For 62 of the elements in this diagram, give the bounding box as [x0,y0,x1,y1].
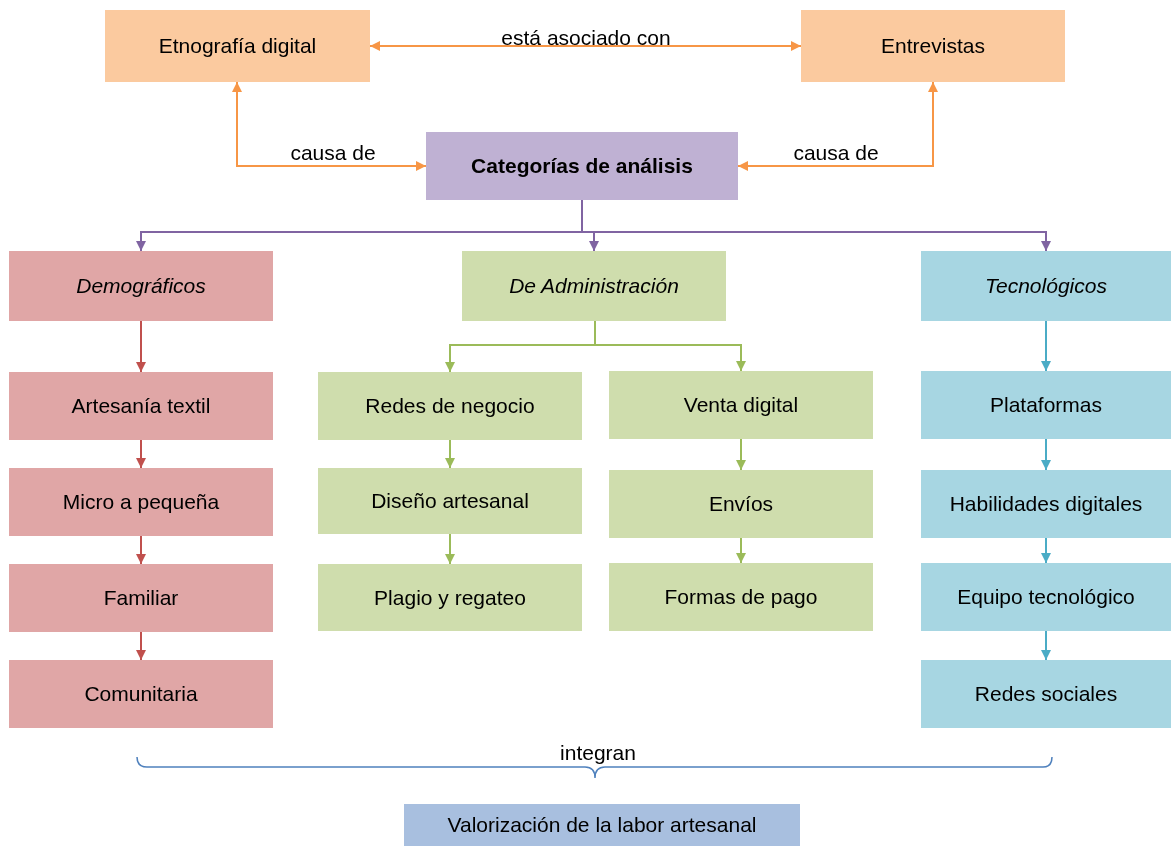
connector-arrow [445,533,455,565]
box-text: Plagio y regateo [374,585,526,610]
connector-arrow [594,320,746,372]
concept-box [318,468,582,534]
connector-arrow [136,631,146,661]
box-text: De Administración [509,274,679,298]
box-text: Redes de negocio [365,394,535,418]
connector-arrow [136,439,146,469]
box-text: Artesanía textil [71,394,211,418]
box-text: Venta digital [683,393,799,417]
concept-box [609,371,873,439]
box-text: Tecnológicos [985,274,1107,298]
concept-box [105,10,370,82]
concept-box [9,468,273,536]
concept-box [318,564,582,631]
central-box [426,132,738,200]
connector-arrow [737,81,938,171]
edge-label: está asociado con [500,27,672,49]
box-text: Envíos [708,492,774,516]
box-text: Categorías de análisis [471,154,693,178]
concept-box [462,251,726,321]
concept-box [921,470,1171,538]
edge-label: causa de [289,142,377,164]
concept-box [921,251,1171,321]
concept-box [609,563,873,631]
box-text: Habilidades digitales [949,492,1143,516]
connector-arrow [736,438,746,471]
concept-box [801,10,1065,82]
concept-box [9,660,273,728]
concept-box [318,372,582,440]
concept-box [609,470,873,538]
edge-label: causa de [792,142,880,164]
box-text: Etnografía digital [158,34,317,58]
box-text: Micro a pequeña [62,490,220,514]
concept-box [9,372,273,440]
connector-arrow [1041,438,1051,471]
box-text: Formas de pago [664,585,818,609]
box-text: Demográficos [76,274,206,298]
connector-arrow [1041,537,1051,564]
connector-arrow [1041,630,1051,661]
box-text: Entrevistas [881,34,985,58]
box-text: Plataformas [989,393,1102,417]
concept-box [404,804,800,846]
box-text: Comunitaria [84,682,198,706]
concept-box [921,660,1171,728]
connector-arrow [136,535,146,565]
connector-arrow [1041,320,1051,372]
concept-box [9,251,273,321]
concept-box [921,371,1171,439]
box-text: Redes sociales [974,682,1118,706]
connector-arrow [445,439,455,469]
concept-box [9,564,273,632]
connector-arrow [136,320,146,373]
box-text: Equipo tecnológico [957,585,1135,609]
concept-box [921,563,1171,631]
bracket-label: integran [559,742,637,764]
box-text: Familiar [103,586,179,610]
connector-arrow [736,537,746,564]
connector-arrow [232,81,427,171]
connector-arrow [369,41,802,51]
box-text: Valorización de la labor artesanal [447,813,757,837]
box-text: Diseño artesanal [371,489,529,513]
